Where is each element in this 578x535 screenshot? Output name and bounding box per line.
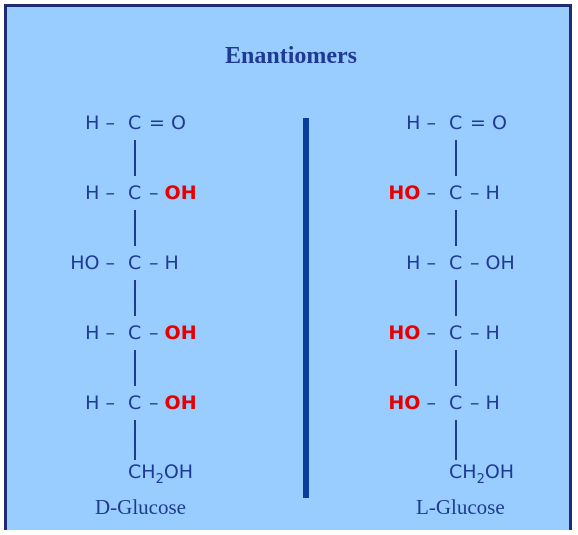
left-substituent: – — [420, 322, 436, 344]
carbon-atom: C — [449, 112, 463, 134]
carbon-atom: C — [449, 182, 463, 204]
left-substituent: H – — [406, 252, 436, 274]
right-substituent: – H — [470, 322, 500, 344]
left-substituent: H – — [406, 112, 436, 134]
hydroxyl-highlight: OH — [164, 182, 197, 204]
row-right-group: – OH — [149, 392, 197, 414]
hydroxyl-highlight: OH — [164, 392, 197, 414]
left-substituent: H – — [85, 392, 115, 414]
terminal-ch: CH — [449, 461, 477, 483]
right-substituent: – H — [149, 252, 179, 274]
hydroxyl-highlight: HO — [388, 182, 421, 204]
row-right-group: – OH — [149, 322, 197, 344]
row-left-group: H – — [406, 112, 436, 134]
carbon-atom: C — [128, 392, 142, 414]
left-substituent: – — [420, 392, 436, 414]
carbon-atom: C — [128, 252, 142, 274]
right-substituent: – — [149, 392, 165, 414]
terminal-group: CH2OH — [128, 461, 193, 491]
row-right-group: – OH — [470, 252, 515, 274]
row-right-group: – H — [149, 252, 179, 274]
left-substituent: H – — [85, 112, 115, 134]
row-left-group: HO – — [70, 252, 115, 274]
carbon-bond — [455, 210, 457, 246]
carbon-atom: C — [449, 252, 463, 274]
molecule-name: L-Glucose — [416, 495, 505, 519]
carbon-bond — [455, 420, 457, 460]
carbon-bond — [455, 350, 457, 386]
right-substituent: – — [149, 182, 165, 204]
row-left-group: HO – — [388, 392, 436, 414]
terminal-group: CH2OH — [449, 461, 514, 491]
terminal-oh: OH — [163, 461, 194, 483]
row-left-group: HO – — [388, 182, 436, 204]
carbon-atom: C — [128, 322, 142, 344]
hydroxyl-highlight: OH — [164, 322, 197, 344]
row-left-group: H – — [85, 182, 115, 204]
right-substituent: – — [149, 322, 165, 344]
carbon-bond — [134, 350, 136, 386]
terminal-ch: CH — [128, 461, 156, 483]
row-left-group: H – — [85, 392, 115, 414]
carbon-atom: C — [449, 392, 463, 414]
right-substituent: – H — [470, 392, 500, 414]
carbon-bond — [134, 210, 136, 246]
hydroxyl-highlight: HO — [388, 322, 421, 344]
row-right-group: – H — [470, 392, 500, 414]
row-right-group: = O — [149, 112, 186, 134]
carbon-atom: C — [128, 112, 142, 134]
carbon-bond — [134, 280, 136, 316]
left-substituent: H – — [85, 322, 115, 344]
terminal-oh: OH — [484, 461, 515, 483]
hydroxyl-highlight: HO — [388, 392, 421, 414]
right-substituent: – H — [470, 182, 500, 204]
left-substituent: H – — [85, 182, 115, 204]
row-left-group: H – — [85, 322, 115, 344]
molecule-name: D-Glucose — [95, 495, 186, 519]
carbon-bond — [134, 140, 136, 176]
right-substituent: – OH — [470, 252, 515, 274]
carbon-atom: C — [449, 322, 463, 344]
row-right-group: – H — [470, 182, 500, 204]
right-substituent: = O — [470, 112, 507, 134]
carbon-atom: C — [128, 182, 142, 204]
diagram-title: Enantiomers — [225, 43, 357, 69]
row-right-group: – OH — [149, 182, 197, 204]
carbon-bond — [134, 420, 136, 460]
row-right-group: = O — [470, 112, 507, 134]
row-left-group: HO – — [388, 322, 436, 344]
carbon-bond — [455, 140, 457, 176]
row-left-group: H – — [85, 112, 115, 134]
right-substituent: = O — [149, 112, 186, 134]
mirror-divider — [303, 118, 309, 498]
carbon-bond — [455, 280, 457, 316]
terminal-subscript: 2 — [476, 471, 485, 487]
left-substituent: – — [420, 182, 436, 204]
row-right-group: – H — [470, 322, 500, 344]
left-substituent: HO – — [70, 252, 115, 274]
terminal-subscript: 2 — [155, 471, 164, 487]
row-left-group: H – — [406, 252, 436, 274]
